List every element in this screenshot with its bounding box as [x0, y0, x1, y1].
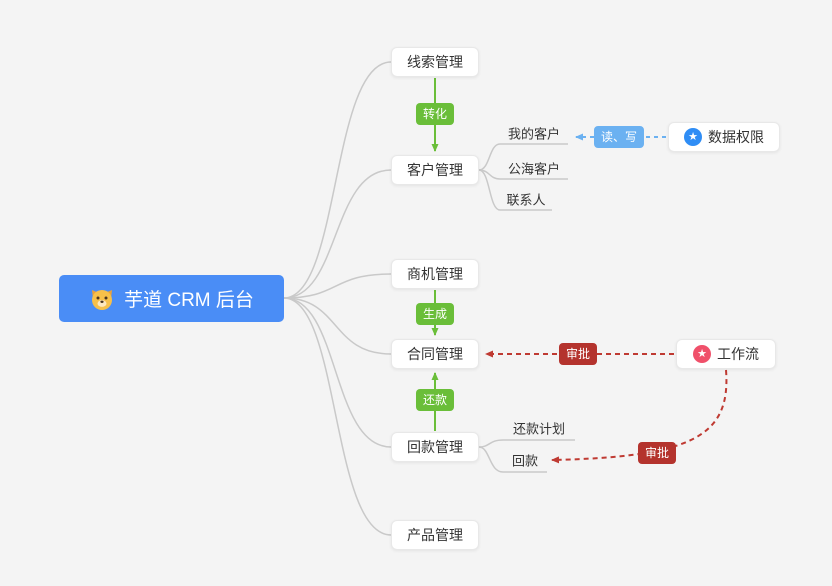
node-label: 商机管理	[407, 266, 463, 282]
node-label: 产品管理	[407, 527, 463, 543]
subnode-receivable[interactable]: 回款	[511, 453, 539, 469]
star-icon: ★	[693, 345, 711, 363]
branch-connector-lines	[283, 61, 392, 536]
node-label: 线索管理	[407, 54, 463, 70]
node-opportunity-management[interactable]: 商机管理	[391, 259, 479, 289]
node-workflow[interactable]: ★ 工作流	[676, 339, 776, 369]
node-customer-management[interactable]: 客户管理	[391, 155, 479, 185]
edge-label-approve-receivable: 审批	[637, 442, 677, 464]
node-contract-management[interactable]: 合同管理	[391, 339, 479, 369]
dog-icon	[89, 286, 115, 312]
node-label: 回款管理	[407, 439, 463, 455]
subnode-contacts[interactable]: 联系人	[506, 192, 546, 208]
edge-label-approve-contract: 审批	[558, 343, 598, 365]
edge-label-generate: 生成	[415, 303, 455, 325]
subnode-my-customers[interactable]: 我的客户	[507, 126, 561, 142]
root-node-crm-backend[interactable]: 芋道 CRM 后台	[59, 275, 284, 322]
edge-label-repay: 还款	[415, 389, 455, 411]
node-label: 合同管理	[407, 346, 463, 362]
subnode-repayment-plan[interactable]: 还款计划	[512, 421, 566, 437]
edge-label-read-write: 读、写	[593, 126, 645, 148]
node-label: 数据权限	[708, 129, 764, 145]
node-label: 客户管理	[407, 162, 463, 178]
node-product-management[interactable]: 产品管理	[391, 520, 479, 550]
node-data-permission[interactable]: ★ 数据权限	[668, 122, 780, 152]
root-label: 芋道 CRM 后台	[124, 290, 254, 311]
star-icon: ★	[684, 128, 702, 146]
edge-label-convert: 转化	[415, 103, 455, 125]
node-label: 工作流	[717, 346, 759, 362]
subnode-public-sea-customers[interactable]: 公海客户	[507, 161, 561, 177]
child-connector-lines	[478, 143, 575, 473]
node-receivable-management[interactable]: 回款管理	[391, 432, 479, 462]
node-lead-management[interactable]: 线索管理	[391, 47, 479, 77]
approval-arrows	[485, 350, 728, 464]
